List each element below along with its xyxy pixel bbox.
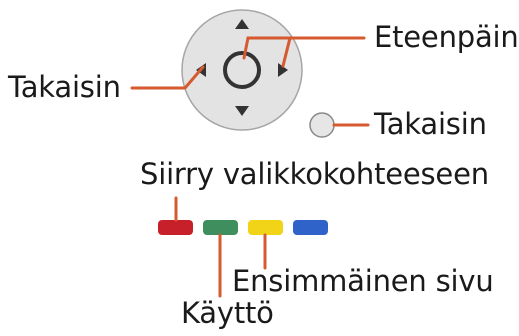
dpad-ring bbox=[181, 9, 303, 131]
use-label: Käyttö bbox=[181, 296, 274, 330]
forward-label: Eteenpäin bbox=[374, 20, 519, 54]
forward-leader bbox=[242, 36, 366, 68]
green-key-icon bbox=[203, 220, 238, 235]
ok-button-icon bbox=[223, 51, 261, 89]
right-arrow-icon bbox=[278, 63, 288, 77]
back-label-right: Takaisin bbox=[374, 107, 487, 141]
back-left-leader bbox=[130, 65, 205, 90]
back-label-left: Takaisin bbox=[8, 70, 121, 104]
blue-key-icon bbox=[293, 220, 328, 235]
red-key-icon bbox=[158, 220, 193, 235]
yellow-key-icon bbox=[248, 220, 283, 235]
up-arrow-icon bbox=[235, 19, 249, 29]
go-to-item-label: Siirry valikkokohteeseen bbox=[140, 157, 489, 191]
back-button-icon bbox=[309, 112, 335, 138]
first-page-label: Ensimmäinen sivu bbox=[232, 264, 494, 298]
down-arrow-icon bbox=[235, 106, 249, 116]
